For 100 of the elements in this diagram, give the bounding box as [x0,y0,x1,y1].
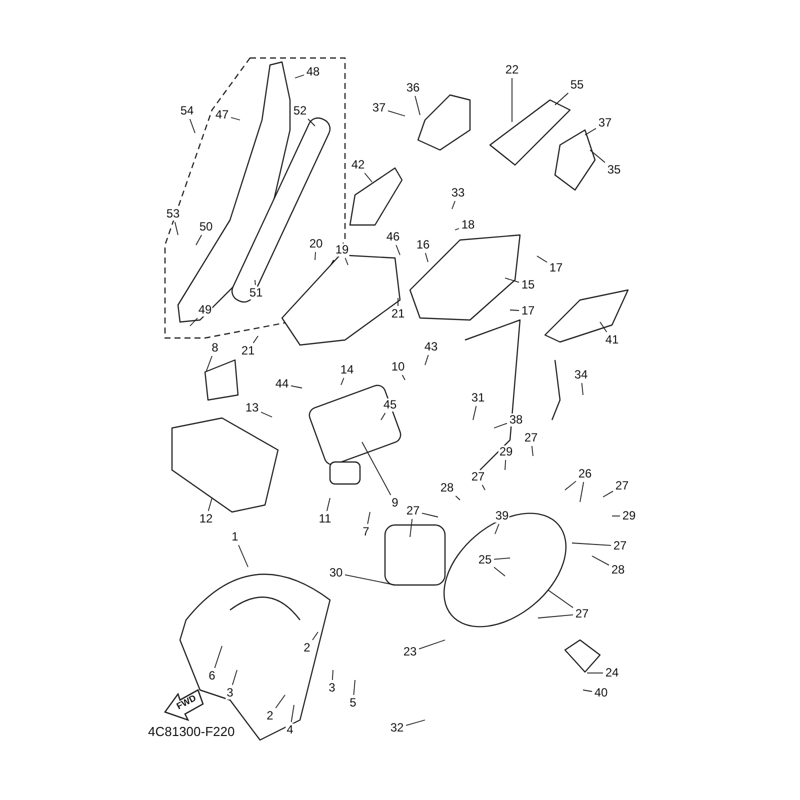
callout-number: 10 [390,360,406,374]
leader-line [538,614,574,618]
callout-number: 4 [286,724,294,736]
callout-number: 40 [593,686,609,700]
callout-number: 1 [230,530,240,544]
leader-line [504,460,506,470]
leader-line [580,482,584,502]
drawing-code: 4C81300-F220 [148,724,235,739]
leader-line [600,322,608,332]
callout-number: 3 [328,682,336,694]
leader-line [294,74,304,78]
leader-line [254,280,256,286]
callout-number: 27 [405,504,421,518]
leader-line [531,446,534,456]
leader-line [396,244,400,256]
callout-number: 31 [470,392,486,404]
callout-number: 28 [439,482,455,494]
callout-number: 6 [208,670,216,682]
leader-line [206,356,212,372]
leader-line [367,512,370,524]
leader-line [592,556,610,566]
leader-line [230,117,240,120]
callout-number: 19 [334,244,350,256]
callout-number: 48 [305,66,321,78]
leader-line [494,422,508,428]
callout-number: 27 [574,608,590,620]
leader-line [504,278,520,283]
callout-number: 2 [302,642,312,654]
leader-line [214,646,222,668]
callout-number: 26 [577,468,593,480]
callout-number: 43 [423,340,439,354]
callout-number: 42 [350,158,366,172]
callout-number: 2 [266,710,274,722]
leader-line [362,442,392,496]
leader-line [238,544,248,568]
leader-line [564,480,576,490]
callout-number: 46 [385,230,401,244]
leader-line [275,694,286,708]
leader-line [414,96,420,116]
callout-number: 27 [470,470,486,484]
callout-number: 53 [165,208,181,220]
leader-line [455,496,460,500]
callout-number: 24 [604,666,620,680]
leader-line [252,336,258,344]
callout-number: 37 [371,102,387,114]
leader-line [308,118,316,126]
leader-line [208,498,212,512]
leader-line [424,354,429,366]
leader-line [232,670,238,686]
leader-line [572,542,612,546]
callout-number: 13 [244,402,260,414]
callout-number: 39 [494,510,510,522]
leader-line [196,234,202,246]
leader-line [494,558,510,560]
leader-line [406,720,426,726]
leader-line [602,490,614,498]
leader-line [582,690,592,692]
leader-line [353,680,356,696]
callout-number: 27 [523,432,539,444]
leader-line [332,670,334,680]
callout-number: 32 [389,722,405,734]
leader-line [344,574,396,586]
callout-number: 5 [348,696,358,710]
leader-line [424,252,428,262]
callout-number: 37 [597,116,613,130]
callout-number: 38 [508,414,524,426]
callout-number: 8 [210,342,220,354]
callout-number: 27 [612,540,628,552]
callout-number: 47 [214,108,230,122]
callout-number: 11 [318,512,332,526]
callout-number: 55 [569,78,585,92]
leader-line [454,228,460,230]
leader-line [422,512,438,518]
callout-number: 41 [604,334,620,346]
callout-number: 45 [382,398,398,412]
callout-number: 54 [179,104,195,118]
leader-line [581,382,584,396]
leader-line [494,524,500,534]
leader-line [584,128,596,136]
callout-number: 9 [390,496,400,510]
callout-number: 51 [248,286,264,300]
callout-number: 21 [390,308,406,320]
leader-line [174,222,178,236]
callout-number: 33 [450,186,466,200]
leader-line [472,406,477,420]
leader-line [189,118,196,134]
callout-number: 21 [240,344,256,358]
callout-number: 30 [328,566,344,580]
callout-number: 34 [573,368,589,382]
leader-line [590,150,606,163]
leader-line [452,200,456,210]
leader-line [418,640,446,650]
leader-line [340,378,344,386]
leader-line [364,172,372,182]
leader-line [190,318,198,326]
callout-number: 14 [339,364,355,376]
leader-line [312,632,318,640]
callout-number: 23 [402,646,418,658]
leader-line [344,258,348,266]
leader-line [482,484,486,490]
